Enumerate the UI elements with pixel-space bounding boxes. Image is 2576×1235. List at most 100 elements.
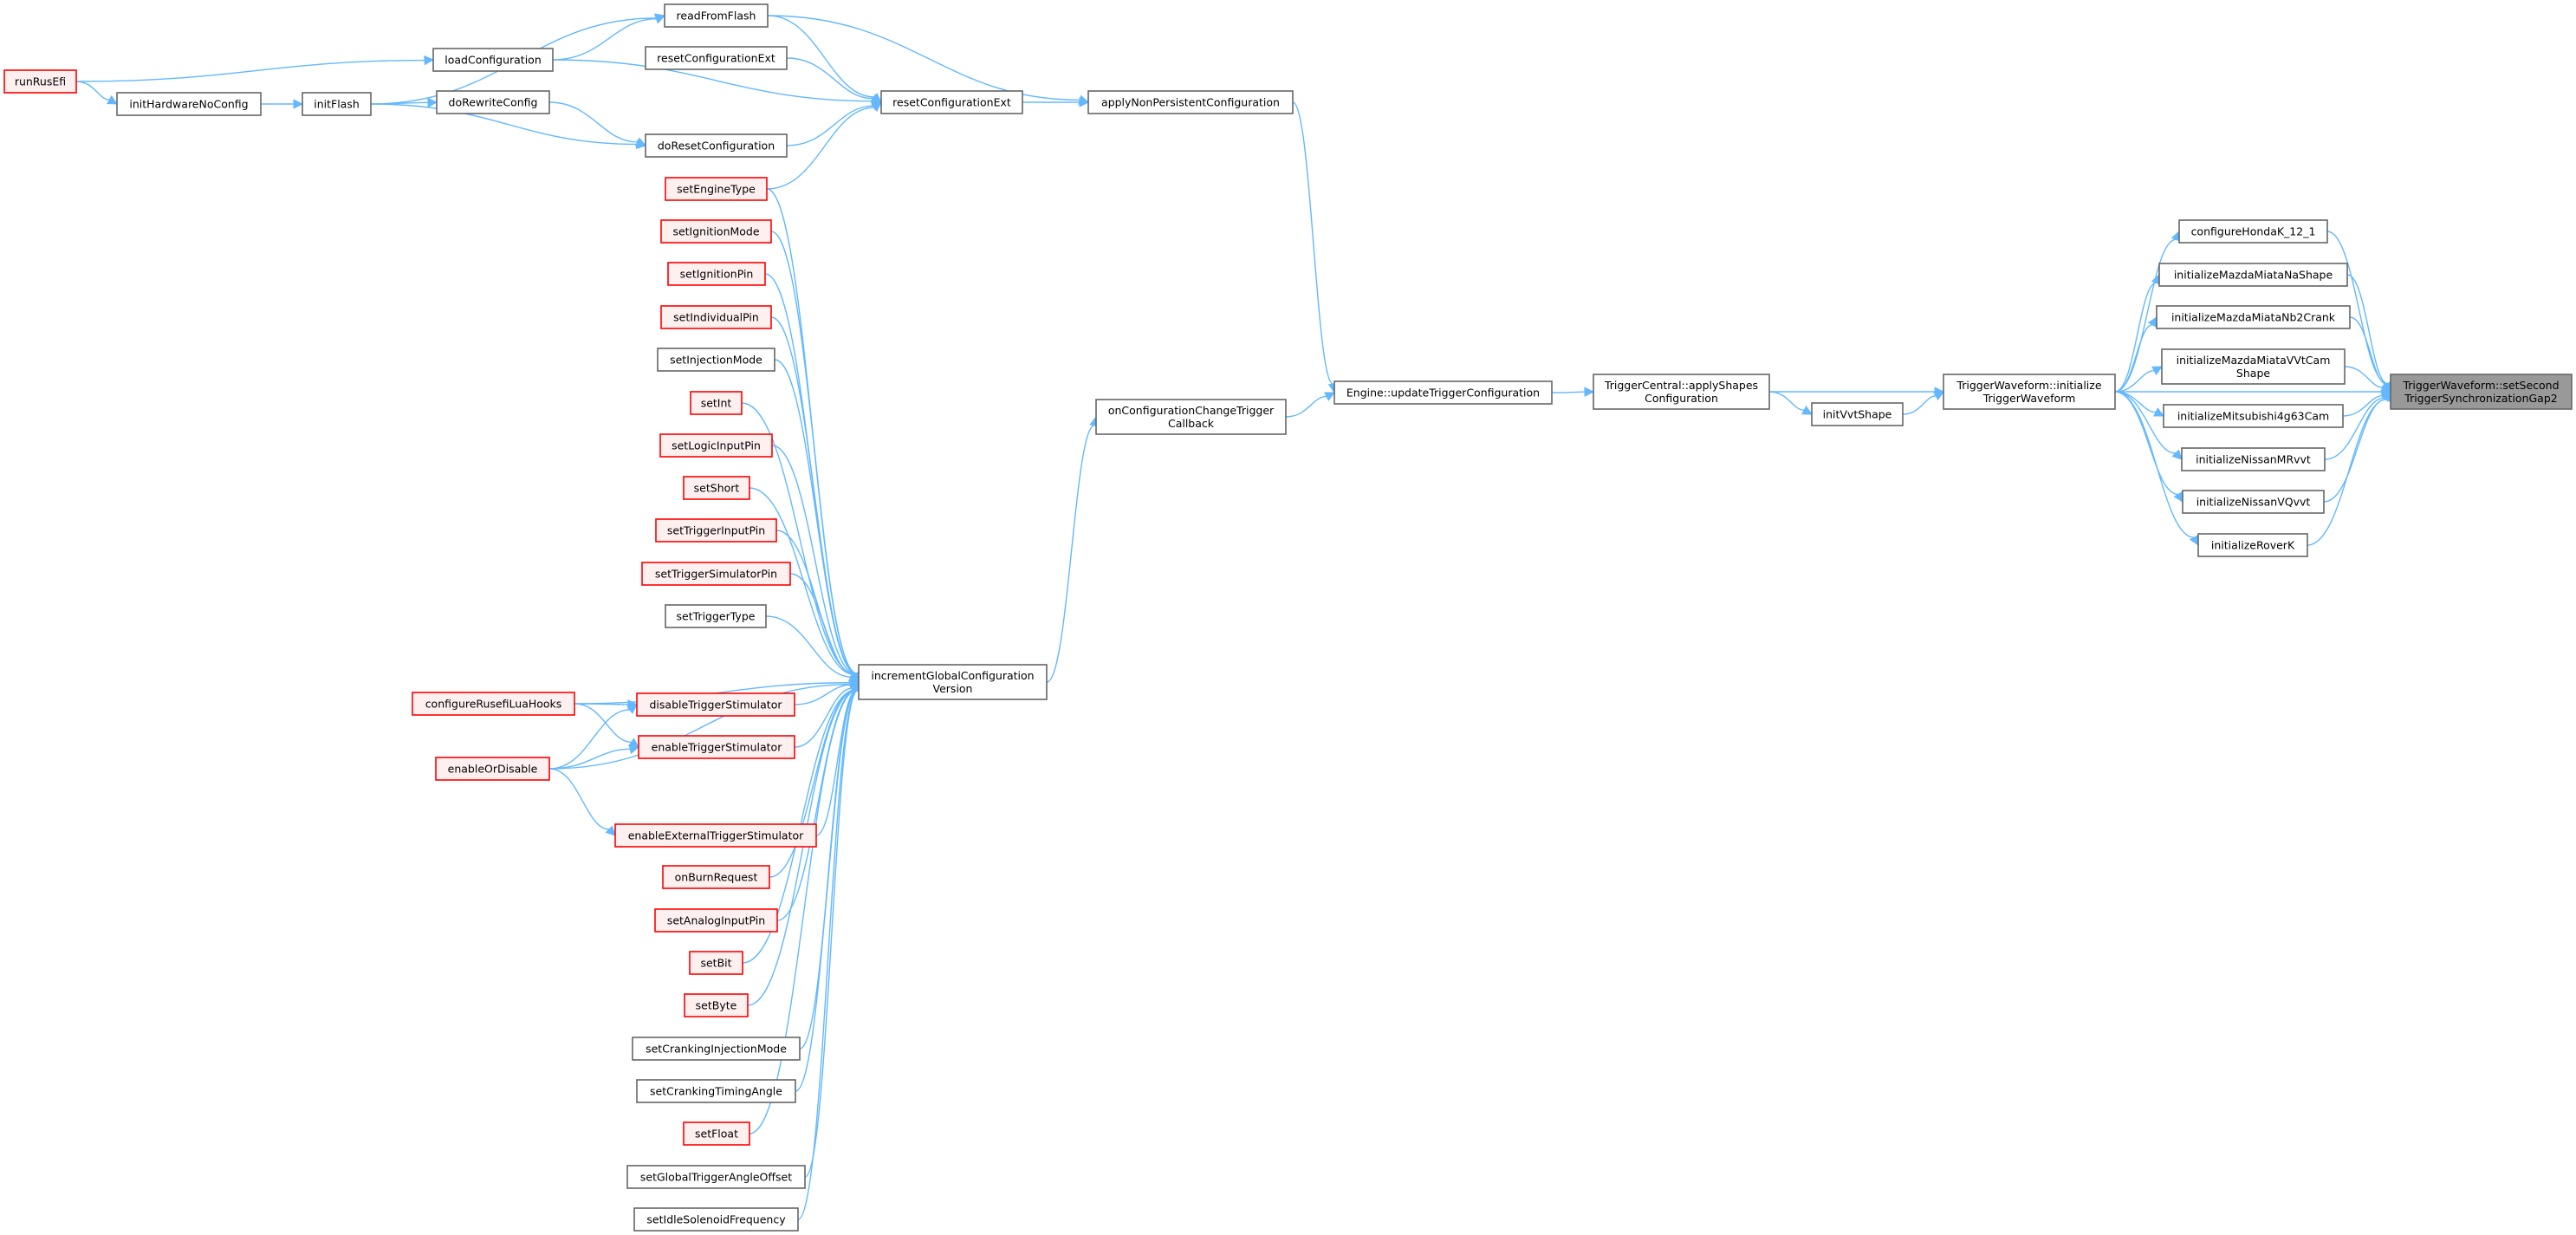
node-root[interactable]: TriggerWaveform::setSecondTriggerSynchro…	[2390, 374, 2573, 410]
node-set-trigger-simulator-pin[interactable]: setTriggerSimulatorPin	[641, 562, 791, 586]
node-set-injection-mode[interactable]: setInjectionMode	[657, 348, 775, 372]
node-box[interactable]	[1811, 402, 1904, 426]
node-box[interactable]	[2161, 348, 2346, 385]
node-init-hardware-no-config[interactable]: initHardwareNoConfig	[116, 92, 262, 116]
node-box[interactable]	[302, 92, 372, 116]
node-set-trigger-input-pin[interactable]: setTriggerInputPin	[655, 518, 777, 543]
node-box[interactable]	[2197, 533, 2308, 557]
node-box[interactable]	[660, 305, 772, 329]
node-do-rewrite-config[interactable]: doRewriteConfig	[436, 90, 550, 114]
node-set-cranking-injection-mode[interactable]: setCrankingInjectionMode	[632, 1037, 801, 1061]
node-enable-external-trigger-stimulator[interactable]: enableExternalTriggerStimulator	[614, 823, 817, 848]
node-trigger-waveform-initialize[interactable]: TriggerWaveform::initializeTriggerWavefo…	[1943, 374, 2116, 410]
node-initialize-rover-k[interactable]: initializeRoverK	[2197, 533, 2308, 557]
node-box[interactable]	[641, 562, 791, 586]
node-box[interactable]	[614, 823, 817, 848]
node-box[interactable]	[654, 908, 778, 933]
node-box[interactable]	[689, 951, 743, 975]
node-apply-non-persistent-configuration[interactable]: applyNonPersistentConfiguration	[1087, 90, 1294, 114]
node-box[interactable]	[2182, 490, 2325, 514]
node-box[interactable]	[2158, 263, 2348, 287]
node-set-individual-pin[interactable]: setIndividualPin	[660, 305, 772, 329]
node-run-rus-efi[interactable]: runRusEfi	[3, 69, 77, 94]
node-box[interactable]	[632, 1037, 801, 1061]
node-set-int[interactable]: setInt	[690, 391, 743, 415]
node-box[interactable]	[662, 865, 770, 889]
node-set-ignition-mode[interactable]: setIgnitionMode	[660, 219, 772, 244]
node-box[interactable]	[665, 177, 768, 201]
node-set-cranking-timing-angle[interactable]: setCrankingTimingAngle	[636, 1079, 796, 1103]
node-read-from-flash[interactable]: readFromFlash	[664, 3, 769, 28]
node-box[interactable]	[2178, 219, 2328, 244]
node-box[interactable]	[1095, 399, 1287, 435]
node-box[interactable]	[432, 48, 554, 72]
node-set-idle-solenoid-frequency[interactable]: setIdleSolenoidFrequency	[633, 1207, 799, 1232]
node-set-logic-input-pin[interactable]: setLogicInputPin	[659, 433, 773, 458]
node-initialize-nissan-mrvvt[interactable]: initializeNissanMRvvt	[2181, 447, 2326, 471]
node-enable-or-disable[interactable]: enableOrDisable	[435, 757, 550, 781]
node-init-vvt-shape[interactable]: initVvtShape	[1811, 402, 1904, 426]
node-box[interactable]	[2156, 305, 2351, 329]
node-box[interactable]	[659, 433, 773, 458]
node-initialize-mazda-miata-na-shape[interactable]: initializeMazdaMiataNaShape	[2158, 263, 2348, 287]
node-box[interactable]	[636, 1079, 796, 1103]
node-set-byte[interactable]: setByte	[684, 993, 749, 1017]
node-box[interactable]	[665, 604, 767, 628]
node-box[interactable]	[638, 735, 795, 759]
node-box[interactable]	[1943, 374, 2116, 410]
node-disable-trigger-stimulator[interactable]: disableTriggerStimulator	[636, 692, 795, 717]
node-box[interactable]	[858, 664, 1048, 700]
node-reset-configuration-ext-b[interactable]: resetConfigurationExt	[880, 90, 1023, 114]
node-set-short[interactable]: setShort	[683, 476, 750, 500]
node-box[interactable]	[1593, 374, 1770, 410]
node-box[interactable]	[436, 90, 550, 114]
node-initialize-nissan-vqvvt[interactable]: initializeNissanVQvvt	[2182, 490, 2325, 514]
node-do-reset-configuration[interactable]: doResetConfiguration	[645, 133, 788, 158]
node-box[interactable]	[657, 348, 775, 372]
node-box[interactable]	[690, 391, 743, 415]
node-box[interactable]	[435, 757, 550, 781]
node-set-float[interactable]: setFloat	[683, 1121, 750, 1146]
node-box[interactable]	[633, 1207, 799, 1232]
node-initialize-mitsubishi4g63-cam[interactable]: initializeMitsubishi4g63Cam	[2163, 404, 2344, 428]
node-set-analog-input-pin[interactable]: setAnalogInputPin	[654, 908, 778, 933]
node-box[interactable]	[3, 69, 77, 94]
node-set-trigger-type[interactable]: setTriggerType	[665, 604, 767, 628]
node-initialize-mazda-miata-nb2-crank[interactable]: initializeMazdaMiataNb2Crank	[2156, 305, 2351, 329]
node-on-burn-request[interactable]: onBurnRequest	[662, 865, 770, 889]
node-box[interactable]	[684, 993, 749, 1017]
node-box[interactable]	[626, 1165, 806, 1189]
node-set-bit[interactable]: setBit	[689, 951, 743, 975]
node-box[interactable]	[880, 90, 1023, 114]
node-load-configuration[interactable]: loadConfiguration	[432, 48, 554, 72]
node-engine-update-trigger-configuration[interactable]: Engine::updateTriggerConfiguration	[1333, 380, 1553, 405]
node-reset-configuration-ext-a[interactable]: resetConfigurationExt	[645, 46, 788, 70]
node-box[interactable]	[645, 133, 788, 158]
node-set-engine-type[interactable]: setEngineType	[665, 177, 768, 201]
node-box[interactable]	[636, 692, 795, 717]
node-box[interactable]	[2181, 447, 2326, 471]
node-set-ignition-pin[interactable]: setIgnitionPin	[667, 262, 766, 286]
node-box[interactable]	[660, 219, 772, 244]
node-box[interactable]	[412, 692, 575, 716]
node-box[interactable]	[116, 92, 262, 116]
node-enable-trigger-stimulator[interactable]: enableTriggerStimulator	[638, 735, 795, 759]
node-box[interactable]	[645, 46, 788, 70]
node-box[interactable]	[664, 3, 769, 28]
node-box[interactable]	[2163, 404, 2344, 428]
node-configure-honda-k-12-1[interactable]: configureHondaK_12_1	[2178, 219, 2328, 244]
node-box[interactable]	[667, 262, 766, 286]
node-configure-rusefi-lua-hooks[interactable]: configureRusefiLuaHooks	[412, 692, 575, 716]
node-box[interactable]	[1333, 380, 1553, 405]
node-box[interactable]	[683, 476, 750, 500]
node-box[interactable]	[655, 518, 777, 543]
node-box[interactable]	[683, 1121, 750, 1146]
node-box[interactable]	[2390, 374, 2573, 410]
node-set-global-trigger-angle-offset[interactable]: setGlobalTriggerAngleOffset	[626, 1165, 806, 1189]
node-box[interactable]	[1087, 90, 1294, 114]
node-init-flash[interactable]: initFlash	[302, 92, 372, 116]
